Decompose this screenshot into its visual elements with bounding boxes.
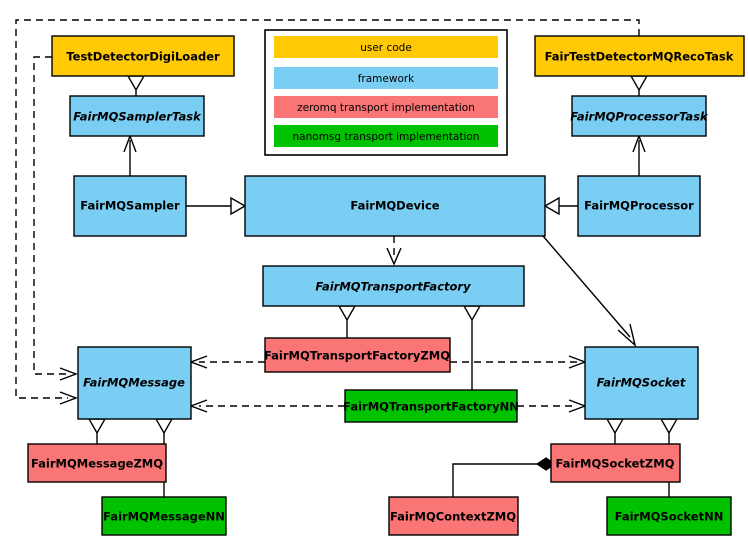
legend-swatch-framework (274, 67, 498, 89)
legend-item-zeromq: zeromq transport implementation (274, 96, 498, 118)
node-fairmqsocketnn[interactable]: FairMQSocketNN (606, 496, 732, 536)
node-fairmqdevice[interactable]: FairMQDevice (244, 175, 546, 237)
edge-digiloader-to-message (33, 56, 78, 381)
legend-label-zeromq: zeromq transport implementation (297, 102, 475, 114)
node-fairtestdetectormqrecotask-label: FairTestDetectorMQRecoTask (545, 50, 734, 64)
node-box (577, 175, 701, 237)
node-fairtestdetectormqrecotask[interactable]: FairTestDetectorMQRecoTask (534, 35, 745, 77)
edge-socketzmq-to-socket (605, 418, 625, 444)
node-fairmqprocessortask[interactable]: FairMQProcessorTask (570, 95, 709, 137)
node-fairmqmessagenn-label: FairMQMessageNN (103, 510, 225, 524)
edge-device-to-transportfactory (386, 236, 402, 266)
edge-recotask-to-message (15, 19, 640, 405)
node-box (606, 496, 732, 536)
node-layer: TestDetectorDigiLoader FairMQSamplerTask… (27, 35, 745, 536)
node-fairmqsocketnn-label: FairMQSocketNN (615, 510, 724, 524)
node-fairmqmessage-label: FairMQMessage (83, 376, 185, 390)
node-fairmqsampler-label: FairMQSampler (80, 199, 180, 213)
node-box (262, 265, 525, 307)
node-fairmqtransportfactoryzmq-label: FairMQTransportFactoryZMQ (264, 349, 450, 363)
node-testdetectordigiloader-label: TestDetectorDigiLoader (66, 50, 220, 64)
node-fairmqtransportfactorynn[interactable]: FairMQTransportFactoryNN (343, 389, 519, 423)
node-fairmqtransportfactoryzmq[interactable]: FairMQTransportFactoryZMQ (264, 337, 451, 373)
legend-label-framework: framework (358, 73, 415, 85)
node-box (571, 95, 707, 137)
node-fairmqtransportfactory[interactable]: FairMQTransportFactory (262, 265, 525, 307)
edge-tfzmq-to-transportfactory (337, 305, 357, 338)
node-fairmqprocessortask-label: FairMQProcessorTask (570, 110, 709, 124)
legend-item-nanomsg: nanomsg transport implementation (274, 125, 498, 147)
node-fairmqdevice-label: FairMQDevice (350, 199, 439, 213)
node-fairmqprocessor-label: FairMQProcessor (584, 199, 694, 213)
node-fairmqsocket[interactable]: FairMQSocket (584, 346, 699, 420)
node-testdetectordigiloader[interactable]: TestDetectorDigiLoader (51, 35, 235, 77)
node-box (550, 443, 681, 483)
legend: user code framework zeromq transport imp… (264, 29, 508, 156)
edge-processor-to-processortask (632, 134, 646, 176)
node-box (244, 175, 546, 237)
node-fairmqsocketzmq[interactable]: FairMQSocketZMQ (550, 443, 681, 483)
legend-item-framework: framework (274, 67, 498, 89)
edge-tfnn-to-transportfactory (462, 305, 482, 390)
legend-label-nanomsg: nanomsg transport implementation (293, 131, 480, 143)
edge-samplertask-to-digiloader (126, 75, 146, 96)
node-fairmqcontextzmq-label: FairMQContextZMQ (390, 510, 516, 524)
node-box (584, 346, 699, 420)
node-box (69, 95, 205, 137)
edge-tfzmq-to-message (189, 355, 265, 369)
node-box (344, 389, 518, 423)
node-fairmqcontextzmq[interactable]: FairMQContextZMQ (388, 496, 519, 536)
edge-device-to-socket (542, 235, 637, 347)
edge-tfnn-to-message (189, 399, 345, 413)
node-box (27, 443, 167, 483)
edge-tfzmq-to-socket (450, 355, 587, 369)
legend-swatch-user-code (274, 36, 498, 58)
node-box (77, 346, 192, 420)
edge-contextzmq-to-socketzmq (452, 457, 557, 497)
legend-swatch-nanomsg (274, 125, 498, 147)
node-fairmqmessagenn[interactable]: FairMQMessageNN (101, 496, 227, 536)
legend-label-user-code: user code (360, 42, 412, 54)
node-box (534, 35, 745, 77)
node-box (51, 35, 235, 77)
node-fairmqprocessor[interactable]: FairMQProcessor (577, 175, 701, 237)
legend-item-user-code: user code (274, 36, 498, 58)
edge-messagezmq-to-message (87, 418, 107, 444)
legend-swatch-zeromq (274, 96, 498, 118)
edge-tfnn-to-socket (517, 399, 587, 413)
edge-processor-to-device (543, 196, 578, 216)
node-box (388, 496, 519, 536)
node-fairmqsampler[interactable]: FairMQSampler (73, 175, 187, 237)
edge-sampler-to-samplertask (123, 134, 137, 176)
node-fairmqsamplertask[interactable]: FairMQSamplerTask (69, 95, 205, 137)
node-box (73, 175, 187, 237)
node-box (264, 337, 451, 373)
node-box (101, 496, 227, 536)
node-fairmqmessagezmq-label: FairMQMessageZMQ (31, 457, 163, 471)
node-fairmqmessagezmq[interactable]: FairMQMessageZMQ (27, 443, 167, 483)
edge-sampler-to-device (186, 196, 247, 216)
node-fairmqtransportfactorynn-label: FairMQTransportFactoryNN (343, 400, 519, 414)
node-fairmqsocket-label: FairMQSocket (597, 376, 686, 390)
node-fairmqsamplertask-label: FairMQSamplerTask (73, 110, 202, 124)
node-fairmqmessage[interactable]: FairMQMessage (77, 346, 192, 420)
edge-processortask-to-recotask (629, 75, 649, 96)
node-fairmqtransportfactory-label: FairMQTransportFactory (315, 280, 471, 294)
node-fairmqsocketzmq-label: FairMQSocketZMQ (556, 457, 675, 471)
